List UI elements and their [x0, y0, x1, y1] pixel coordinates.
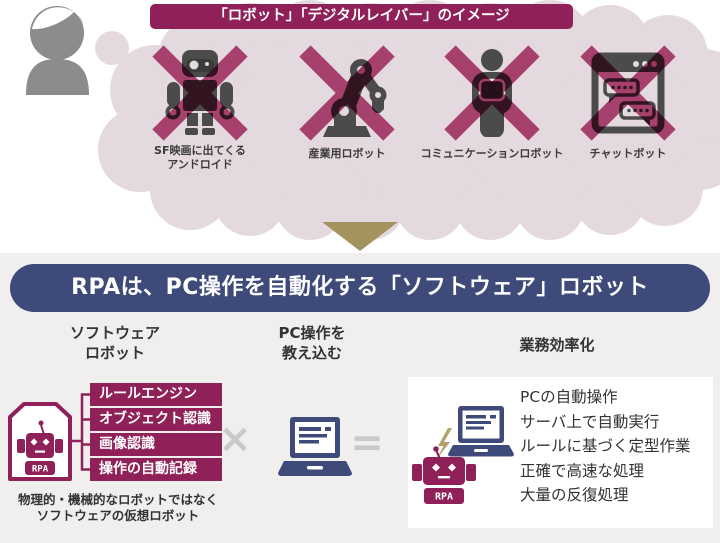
cross-x-mark [580, 45, 676, 141]
benefit-item: サーバ上で自動実行 [520, 412, 660, 431]
rpa-software-robot-icon: RPA [8, 402, 72, 481]
thought-banner-title: 「ロボット」「デジタルレイバー」のイメージ [150, 4, 573, 29]
benefit-item: 正確で高速な処理 [520, 461, 645, 480]
left-caption: 物理的・機械的なロボットではなく ソフトウェアの仮想ロボット [18, 492, 219, 524]
down-arrow [322, 222, 398, 251]
cross-x-mark [152, 45, 248, 141]
lightning-bolt-icon [436, 428, 452, 460]
label-communication: コミュニケーションロボット [420, 147, 564, 160]
feature-object-recognition: オブジェクト認識 [90, 408, 222, 431]
feature-auto-recording: 操作の自動記録 [90, 458, 222, 481]
rpa-box-label: RPA [32, 465, 49, 475]
cross-x-mark [299, 45, 395, 141]
feature-image-recognition: 画像認識 [90, 433, 222, 456]
equals-sign: = [350, 420, 384, 466]
label-industrial: 産業用ロボット [308, 147, 386, 160]
benefit-item: 大量の反復処理 [520, 486, 629, 504]
crossed-item-industrial [299, 45, 395, 141]
benefit-item: PCの自動操作 [520, 388, 618, 406]
feature-bracket-lines [70, 393, 90, 471]
laptop-icon [278, 417, 352, 476]
crossed-item-android [152, 45, 248, 141]
crossed-item-communication [444, 45, 540, 141]
label-android: SF映画に出てくる アンドロイド [154, 144, 246, 172]
cross-x-mark [444, 45, 540, 141]
benefit-item: ルールに基づく定型作業 [520, 437, 691, 455]
heading-teach-pc: PC操作を 教え込む [278, 324, 346, 363]
heading-software-robot: ソフトウェア ロボット [69, 324, 160, 363]
times-sign: × [218, 416, 252, 462]
main-banner-title: RPAは、PC操作を自動化する「ソフトウェア」ロボット [10, 264, 710, 312]
rpa-right-label: RPA [435, 492, 453, 503]
crossed-item-chatbot [580, 45, 676, 141]
person-icon [26, 6, 89, 95]
heading-efficiency: 業務効率化 [519, 336, 595, 354]
feature-rule-engine: ルールエンジン [90, 383, 222, 406]
rpa-robot-laptop-icon: RPA [412, 406, 514, 504]
benefits-list: PCの自動操作 サーバ上で自動実行 ルールに基づく定型作業 正確で高速な処理 大… [520, 385, 710, 508]
label-chatbot: チャットボット [589, 147, 667, 160]
